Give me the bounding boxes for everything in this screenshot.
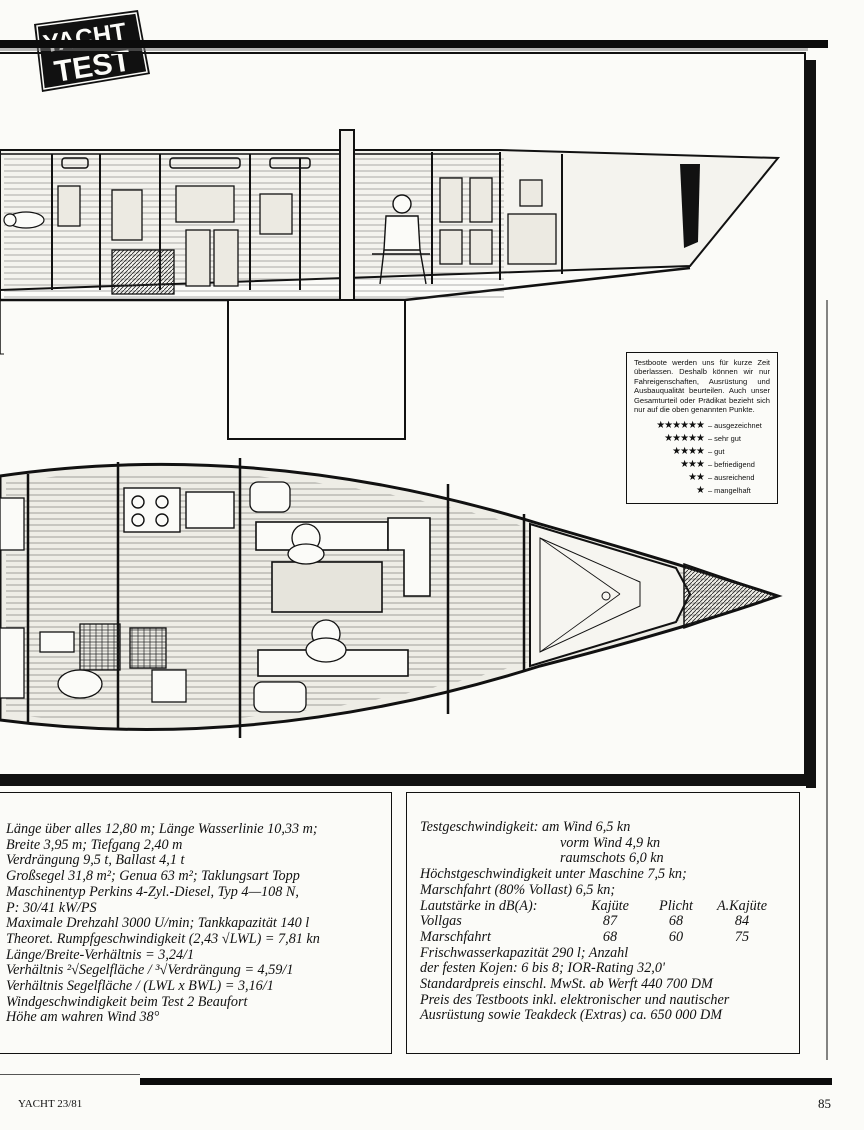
- specs-box-left: [0, 792, 392, 1054]
- star-icon: ★★: [688, 472, 705, 484]
- spec-line: Windgeschwindigkeit beim Test 2 Beaufort: [6, 993, 248, 1010]
- legend-row: ★★★★★ – sehr gut: [634, 432, 770, 445]
- spec-line: Länge/Breite-Verhältnis = 3,24/1: [6, 946, 195, 963]
- noise-cell: 68: [602, 928, 618, 945]
- specs-box-right: [406, 792, 800, 1054]
- water-capacity: Frischwasserkapazität 290 l; Anzahl: [420, 944, 629, 961]
- drawing-frame: [0, 52, 806, 776]
- yacht-drawings: [0, 129, 783, 738]
- spec-line: Theoret. Rumpfgeschwindigkeit (2,43 √LWL…: [6, 930, 320, 947]
- speed-line: Testgeschwindigkeit: am Wind 6,5 kn: [420, 819, 631, 835]
- frame-shadow-bottom: [0, 776, 816, 786]
- legend-label: – ausgezeichnet: [708, 421, 762, 431]
- standard-price: Standardpreis einschl. MwSt. ab Werft 44…: [420, 976, 713, 993]
- legend-label: – gut: [708, 447, 725, 457]
- legend-label: – befriedigend: [708, 460, 755, 470]
- star-icon: ★★★★: [672, 446, 705, 458]
- legend-row: ★★★★ – gut: [634, 445, 770, 458]
- noise-table: Lautstärke in dB(A): Kajüte Plicht A.Kaj…: [420, 897, 796, 946]
- test-boat-price: Ausrüstung sowie Teakdeck (Extras) ca. 6…: [420, 1007, 723, 1024]
- legend-row: ★ – mangelhaft: [634, 484, 770, 497]
- top-rule-shadow: [0, 48, 808, 51]
- yacht-test-logo: YACHT TEST: [34, 10, 150, 92]
- star-icon: ★★★★★: [664, 433, 705, 445]
- legend-row: ★★★ – befriedigend: [634, 458, 770, 471]
- noise-cell: 84: [734, 913, 750, 930]
- bottom-rule: [140, 1078, 832, 1085]
- legend-note: Testboote werden uns für kurze Zeit über…: [634, 358, 770, 415]
- frame-shadow-right: [806, 60, 816, 788]
- noise-cell: 60: [668, 928, 684, 945]
- engine-max-speed: Höchstgeschwindigkeit unter Maschine 7,5…: [420, 866, 687, 883]
- test-boat-price: Preis des Testboots inkl. elektronischer…: [420, 991, 730, 1008]
- noise-header: Kajüte: [591, 897, 629, 914]
- noise-cell: Vollgas: [420, 913, 462, 930]
- spec-line: Breite 3,95 m; Tiefgang 2,40 m: [6, 836, 183, 853]
- page-number: 85: [818, 1096, 831, 1111]
- spec-line: Maximale Drehzahl 3000 U/min; Tankkapazi…: [6, 915, 310, 932]
- legend-row: ★★ – ausreichend: [634, 471, 770, 484]
- noise-cell: 75: [734, 928, 750, 945]
- star-icon: ★★★★★★: [656, 420, 705, 432]
- star-icon: ★★★: [680, 459, 705, 471]
- noise-cell: Marschfahrt: [420, 928, 491, 945]
- issue-label: YACHT 23/81: [18, 1098, 83, 1110]
- noise-header: Lautstärke in dB(A):: [420, 897, 538, 914]
- engine-cruise-speed: Marschfahrt (80% Vollast) 6,5 kn;: [420, 881, 616, 898]
- legend-label: – mangelhaft: [708, 486, 751, 496]
- spec-line: P: 30/41 kW/PS: [6, 899, 97, 916]
- legend-row: ★★★★★★ – ausgezeichnet: [634, 419, 770, 432]
- noise-cell: 87: [602, 913, 618, 930]
- side-profile: [0, 129, 781, 440]
- top-rule: [0, 40, 828, 48]
- spec-line: Länge über alles 12,80 m; Länge Wasserli…: [6, 821, 318, 837]
- speed-line: vorm Wind 4,9 kn: [560, 834, 661, 851]
- star-icon: ★: [696, 485, 705, 497]
- legend-label: – ausreichend: [708, 473, 755, 483]
- right-edge-line: [826, 300, 828, 1060]
- legend-label: – sehr gut: [708, 434, 741, 444]
- bottom-rule-thin: [0, 1074, 140, 1075]
- spec-line: Maschinentyp Perkins 4-Zyl.-Diesel, Typ …: [6, 883, 299, 900]
- plan-view: [0, 458, 783, 738]
- spec-line: Verhältnis ²√Segelfläche / ³√Verdrängung…: [6, 962, 294, 979]
- spec-line: Großsegel 31,8 m²; Genua 63 m²; Taklungs…: [6, 868, 300, 885]
- berths-rating: der festen Kojen: 6 bis 8; IOR-Rating 32…: [420, 960, 665, 977]
- spec-line: Höhe am wahren Wind 38°: [6, 1009, 160, 1026]
- rating-legend: Testboote werden uns für kurze Zeit über…: [626, 352, 778, 504]
- speed-line: raumschots 6,0 kn: [560, 850, 664, 867]
- noise-header: A.Kajüte: [716, 897, 768, 914]
- spec-line: Verdrängung 9,5 t, Ballast 4,1 t: [6, 852, 185, 869]
- technical-specs: Länge über alles 12,80 m; Länge Wasserli…: [6, 821, 390, 1026]
- performance-specs: Testgeschwindigkeit: am Wind 6,5 kn vorm…: [420, 819, 796, 1024]
- noise-header: Plicht: [659, 897, 693, 914]
- spec-line: Verhältnis Segelfläche / (LWL x BWL) = 3…: [6, 978, 274, 995]
- noise-cell: 68: [668, 913, 684, 930]
